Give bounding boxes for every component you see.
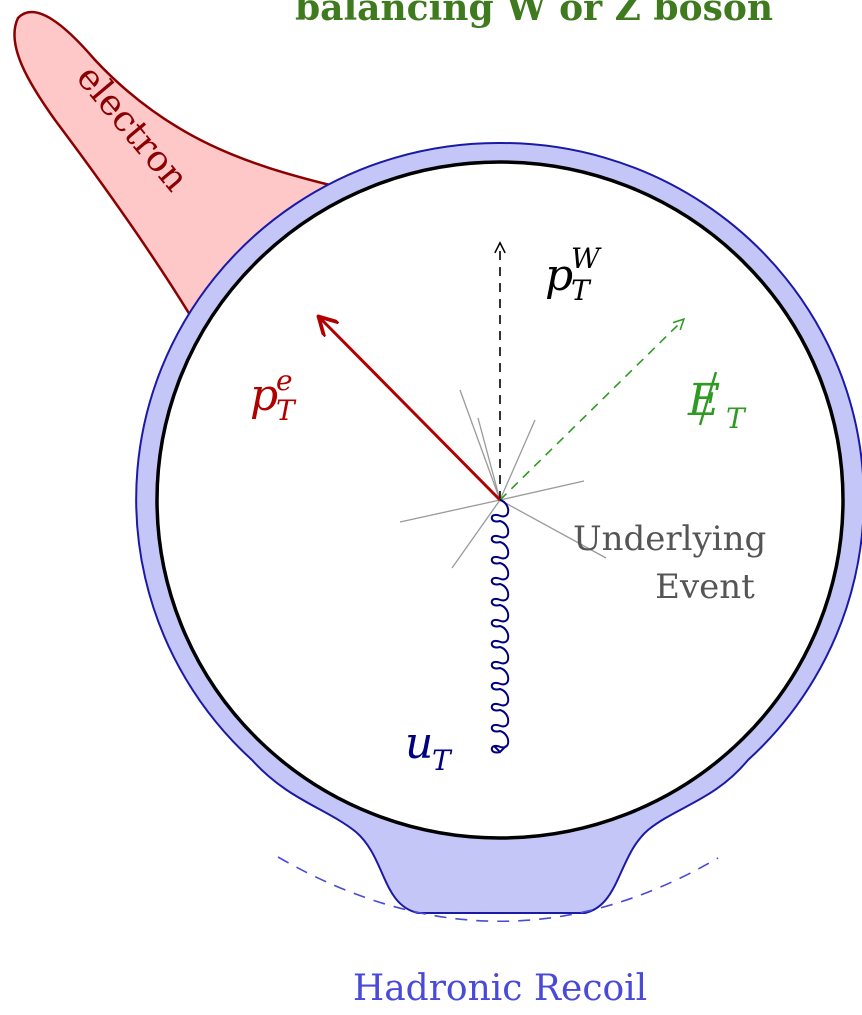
pte-label: p e T — [250, 364, 298, 427]
page-title: balancing W or Z boson — [295, 0, 773, 29]
hadronic-recoil-label: Hadronic Recoil — [353, 968, 647, 1009]
